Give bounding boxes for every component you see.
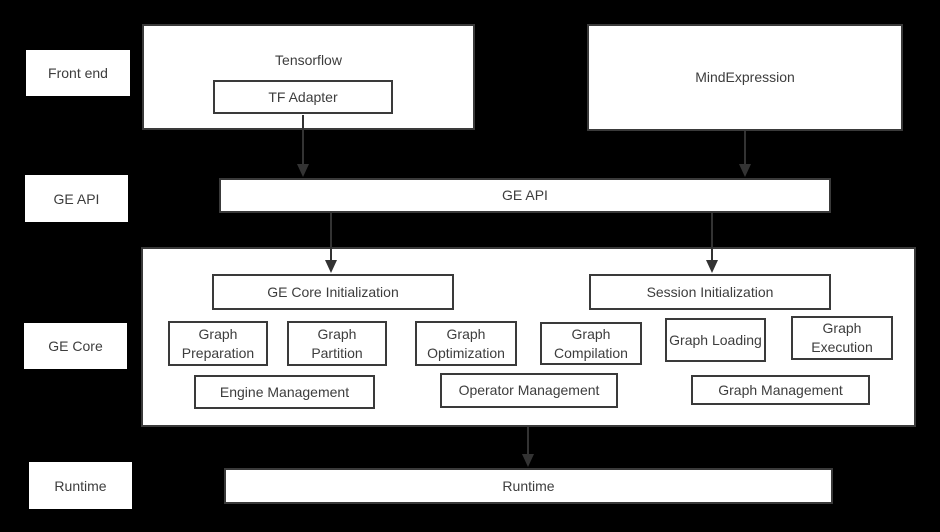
tensorflow-box: Tensorflow TF Adapter (142, 24, 475, 130)
runtime-bar: Runtime (224, 468, 833, 504)
arrow-head-icon (739, 164, 751, 177)
graph-compilation-box: Graph Compilation (540, 322, 642, 365)
ge-api-bar-label: GE API (502, 187, 548, 204)
session-initialization-box: Session Initialization (589, 274, 831, 310)
ge-core-initialization-box: GE Core Initialization (212, 274, 454, 310)
arrow-line (302, 115, 304, 166)
ge-core-box: GE Core Initialization Session Initializ… (141, 247, 916, 427)
arrow-line (711, 213, 713, 262)
graph-partition-label: Graph Partition (311, 325, 363, 361)
layer-label-front-end: Front end (26, 50, 130, 96)
graph-loading-label: Graph Loading (669, 331, 762, 348)
layer-label-runtime: Runtime (29, 462, 132, 509)
layer-label-ge-core: GE Core (24, 323, 127, 369)
layer-label-ge-core-text: GE Core (48, 338, 103, 354)
tensorflow-label: Tensorflow (275, 52, 342, 68)
arrow-mindexpression-to-ge-api (739, 131, 751, 177)
graph-loading-box: Graph Loading (665, 318, 766, 362)
graph-preparation-box: Graph Preparation (168, 321, 268, 366)
arrow-head-icon (706, 260, 718, 273)
ge-core-initialization-label: GE Core Initialization (267, 283, 399, 300)
engine-management-label: Engine Management (219, 383, 350, 400)
mindexpression-label: MindExpression (695, 69, 795, 86)
graph-execution-box: Graph Execution (791, 316, 893, 360)
session-initialization-label: Session Initialization (646, 283, 774, 300)
ge-api-bar: GE API (219, 178, 831, 213)
graph-preparation-label: Graph Preparation (181, 325, 255, 361)
arrow-line (744, 131, 746, 166)
arrow-line (527, 427, 529, 456)
arrow-ge-core-to-runtime (522, 427, 534, 467)
graph-management-label: Graph Management (718, 381, 843, 398)
layer-label-front-end-text: Front end (48, 65, 108, 81)
operator-management-label: Operator Management (458, 382, 600, 399)
layer-label-ge-api-text: GE API (53, 190, 100, 207)
graph-partition-box: Graph Partition (287, 321, 387, 366)
arrow-head-icon (297, 164, 309, 177)
graph-optimization-label: Graph Optimization (427, 325, 505, 361)
tf-adapter-box: TF Adapter (213, 80, 393, 114)
arrow-line (330, 213, 332, 262)
graph-execution-label: Graph Execution (811, 320, 873, 355)
arrow-head-icon (325, 260, 337, 273)
layer-label-runtime-text: Runtime (54, 477, 107, 494)
arrow-ge-api-to-ge-core-initialization (325, 213, 337, 273)
graph-compilation-label: Graph Compilation (554, 325, 628, 361)
operator-management-box: Operator Management (440, 373, 618, 408)
arrow-tf-adapter-to-ge-api (297, 115, 309, 177)
arrow-head-icon (522, 454, 534, 467)
graph-optimization-box: Graph Optimization (415, 321, 517, 366)
engine-management-box: Engine Management (194, 375, 375, 409)
mindexpression-box: MindExpression (587, 24, 903, 131)
layer-label-ge-api: GE API (25, 175, 128, 222)
runtime-bar-label: Runtime (502, 477, 555, 494)
tf-adapter-label: TF Adapter (268, 88, 338, 105)
arrow-ge-api-to-session-initialization (706, 213, 718, 273)
graph-management-box: Graph Management (691, 375, 870, 405)
